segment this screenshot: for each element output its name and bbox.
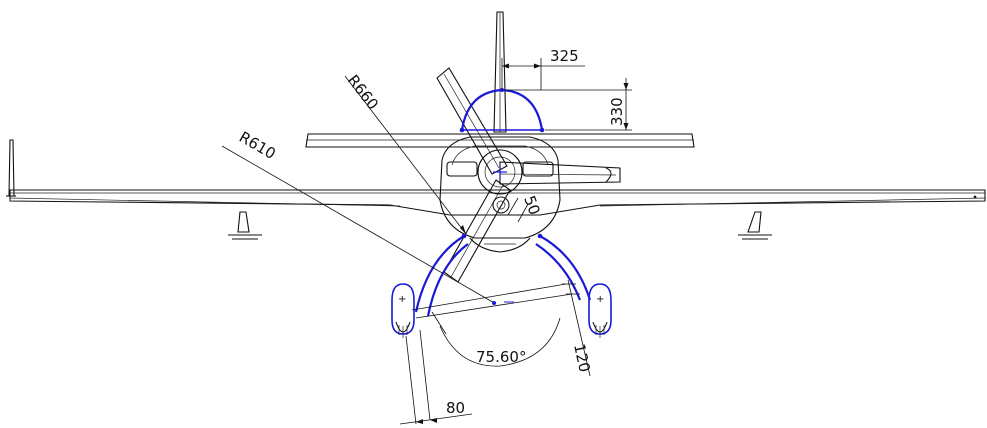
dim-label-50: 50 — [520, 193, 543, 217]
exhaust-stub — [492, 196, 510, 214]
dimension-120: 120 — [411, 279, 594, 377]
dimension-angle: 75.60° — [431, 311, 561, 367]
left-wing-pylon — [228, 211, 262, 240]
dim-label-120: 120 — [570, 342, 594, 374]
right-wheel-fairing: + — [588, 283, 612, 338]
main-wing — [9, 189, 986, 216]
dimension-50: 50 — [507, 193, 544, 223]
horizontal-stabilizer — [305, 133, 695, 148]
engine-cylinders — [446, 161, 554, 177]
dimension-80: 80 — [399, 329, 473, 425]
wheel-center-mark: + — [398, 294, 406, 305]
canopy-arc-sketch — [459, 88, 545, 133]
dimension-330: 330 — [505, 78, 632, 131]
fuselage — [439, 136, 561, 253]
propeller-spinner — [477, 149, 523, 195]
left-wingtip — [6, 139, 16, 197]
vertical-tail — [493, 11, 507, 133]
right-wing-pylon — [738, 211, 772, 240]
dim-label-angle: 75.60° — [476, 348, 526, 366]
dim-label-80: 80 — [446, 399, 465, 417]
right-wingtip — [973, 195, 977, 199]
dimension-r610: R610 — [221, 128, 497, 305]
dim-label-325: 325 — [550, 47, 579, 65]
dimension-325: 325 — [501, 47, 585, 90]
dim-label-r660: R660 — [344, 71, 382, 113]
landing-gear-sketch — [414, 233, 592, 317]
left-wheel-fairing: + — [391, 283, 415, 338]
wheel-center-mark: + — [596, 294, 604, 305]
dim-label-330: 330 — [608, 97, 626, 126]
